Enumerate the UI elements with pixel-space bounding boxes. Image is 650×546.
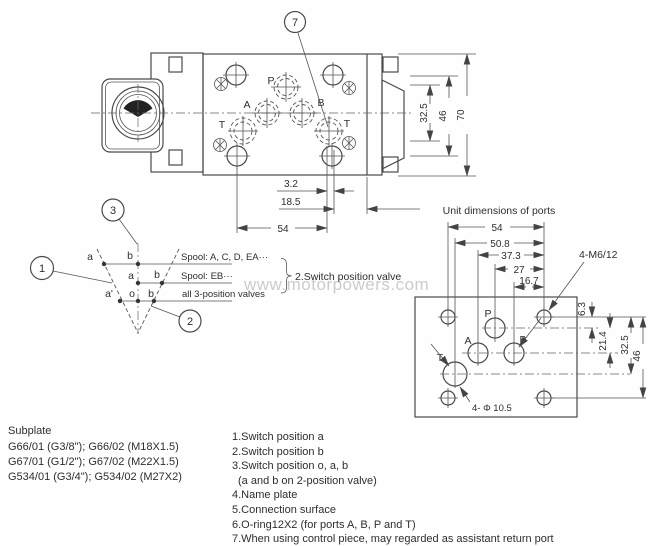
dim-54-ports: 54 xyxy=(491,223,503,234)
dim-32-5-ports: 32.5 xyxy=(620,335,631,355)
dim-6-3: 6.3 xyxy=(577,302,588,316)
row1-a-label: a xyxy=(87,251,93,263)
callout-7-number: 7 xyxy=(292,17,298,29)
port-t-right-label: T xyxy=(344,118,351,130)
spool-row2-text: Spool: EB··· xyxy=(181,271,233,282)
port-a xyxy=(252,98,282,128)
callout-3: 3 xyxy=(101,198,138,245)
subplate-face xyxy=(414,296,578,418)
valve-top-view: P A B T T 7 32.5 46 70 xyxy=(91,10,476,235)
thread-callout: 4-M6/12 xyxy=(518,249,618,348)
two-position-label: 2.Switch position valve xyxy=(295,271,401,283)
port-dimensions-diagram: Unit dimensions of ports 54 50.8 37.3 27 xyxy=(414,205,647,418)
valve-body xyxy=(202,53,383,176)
callout-3-number: 3 xyxy=(110,205,116,217)
face-ports: P A B T T xyxy=(219,72,351,146)
end-tab-top xyxy=(382,56,399,73)
subplate-title: Subplate xyxy=(8,425,51,437)
port-t-left-label: T xyxy=(219,119,226,131)
port-p xyxy=(271,72,301,102)
port-dims-top: 54 50.8 37.3 27 16.7 xyxy=(447,223,545,291)
dim-46-ports: 46 xyxy=(632,350,643,362)
legend-item-7: 7.When using control piece, may regarded… xyxy=(232,533,554,545)
legend-item-3: 3.Switch position o, a, b xyxy=(232,460,348,472)
legend-item-4: 4.Name plate xyxy=(232,489,297,501)
thread-label: 4-M6/12 xyxy=(579,249,618,261)
port-diagram-title: Unit dimensions of ports xyxy=(443,205,556,217)
row3-b-label: b xyxy=(148,288,154,300)
dims-right: 32.5 46 70 xyxy=(398,53,476,177)
mounting-holes xyxy=(223,62,346,169)
two-position-brace xyxy=(280,258,292,294)
row2-b-label: b xyxy=(154,269,160,281)
subplate-line-2: G67/01 (G1/2"); G67/02 (M22X1.5) xyxy=(8,456,179,468)
dim-54: 54 xyxy=(277,224,289,235)
dim-21-4: 21.4 xyxy=(598,331,609,351)
dim-37-3: 37.3 xyxy=(501,251,521,262)
dim-3-2: 3.2 xyxy=(284,179,298,190)
callout-7: 7 xyxy=(283,10,329,128)
callout-2-number: 2 xyxy=(187,316,193,328)
spool-row3-text: all 3-position valves xyxy=(182,289,265,300)
port-t-left xyxy=(228,116,258,146)
row2-a-label: a xyxy=(128,270,134,282)
legend: 1.Switch position a 2.Switch position b … xyxy=(232,431,554,545)
switch-position-diagram: a b a b a' o b Spool: A, C, D, EA··· Spo… xyxy=(29,198,401,334)
subplate-port-p-label: P xyxy=(484,308,491,320)
legend-item-6: 6.O-ring12X2 (for ports A, B, P and T) xyxy=(232,519,416,531)
dim-32-5: 32.5 xyxy=(419,103,430,123)
watermark-text: www.motorpowers.com xyxy=(243,275,429,294)
solenoid-end xyxy=(101,78,165,153)
port-t-right xyxy=(314,116,344,146)
row1-b-label: b xyxy=(127,250,133,262)
port-b xyxy=(287,98,317,128)
bracket-tab-bottom xyxy=(168,149,183,166)
dim-46: 46 xyxy=(438,110,449,122)
port-p-label: P xyxy=(267,75,274,87)
hole-callout: 4- Φ 10.5 xyxy=(430,343,512,414)
subplate-line-1: G66/01 (G3/8"); G66/02 (M18X1.5) xyxy=(8,441,179,453)
port-a-label: A xyxy=(243,99,250,111)
switch-diagonal-right xyxy=(137,248,180,334)
end-connector xyxy=(381,79,405,170)
dim-70: 70 xyxy=(456,109,467,121)
callout-1: 1 xyxy=(29,255,113,284)
hole-label: 4- Φ 10.5 xyxy=(472,403,512,414)
port-ext-lines-top xyxy=(447,222,545,388)
port-dims-right: 6.3 21.4 32.5 46 xyxy=(552,302,647,399)
subplate-port-b-label: B xyxy=(519,334,526,346)
subplate-note: Subplate G66/01 (G3/8"); G66/02 (M18X1.5… xyxy=(8,425,182,483)
port-b-label: B xyxy=(317,97,324,109)
dims-bottom: 3.2 18.5 54 xyxy=(236,146,420,235)
solenoid-housing xyxy=(101,78,164,153)
row3-o-label: o xyxy=(129,288,135,300)
row3-a-label: a' xyxy=(105,288,113,300)
legend-item-2: 2.Switch position b xyxy=(232,446,324,458)
dim-16-7: 16.7 xyxy=(519,276,539,287)
legend-item-3b: (a and b on 2-position valve) xyxy=(238,475,377,487)
subplate-mounting-holes xyxy=(438,307,554,408)
callout-2: 2 xyxy=(150,305,202,333)
legend-item-5: 5.Connection surface xyxy=(232,504,336,516)
bracket-tab-top xyxy=(168,56,183,73)
dim-18-5: 18.5 xyxy=(281,197,301,208)
dim-27: 27 xyxy=(513,265,525,276)
spool-row1-text: Spool: A, C, D, EA··· xyxy=(181,252,268,263)
callout-1-number: 1 xyxy=(39,263,45,275)
screw-holes xyxy=(213,77,356,152)
switch-position-dots xyxy=(101,261,165,304)
subplate-line-3: G534/01 (G3/4"); G534/02 (M27X2) xyxy=(8,471,182,483)
subplate-port-a-label: A xyxy=(464,335,471,347)
callout-7-circle xyxy=(283,10,307,34)
dim-50-8: 50.8 xyxy=(490,239,510,250)
legend-item-1: 1.Switch position a xyxy=(232,431,325,443)
